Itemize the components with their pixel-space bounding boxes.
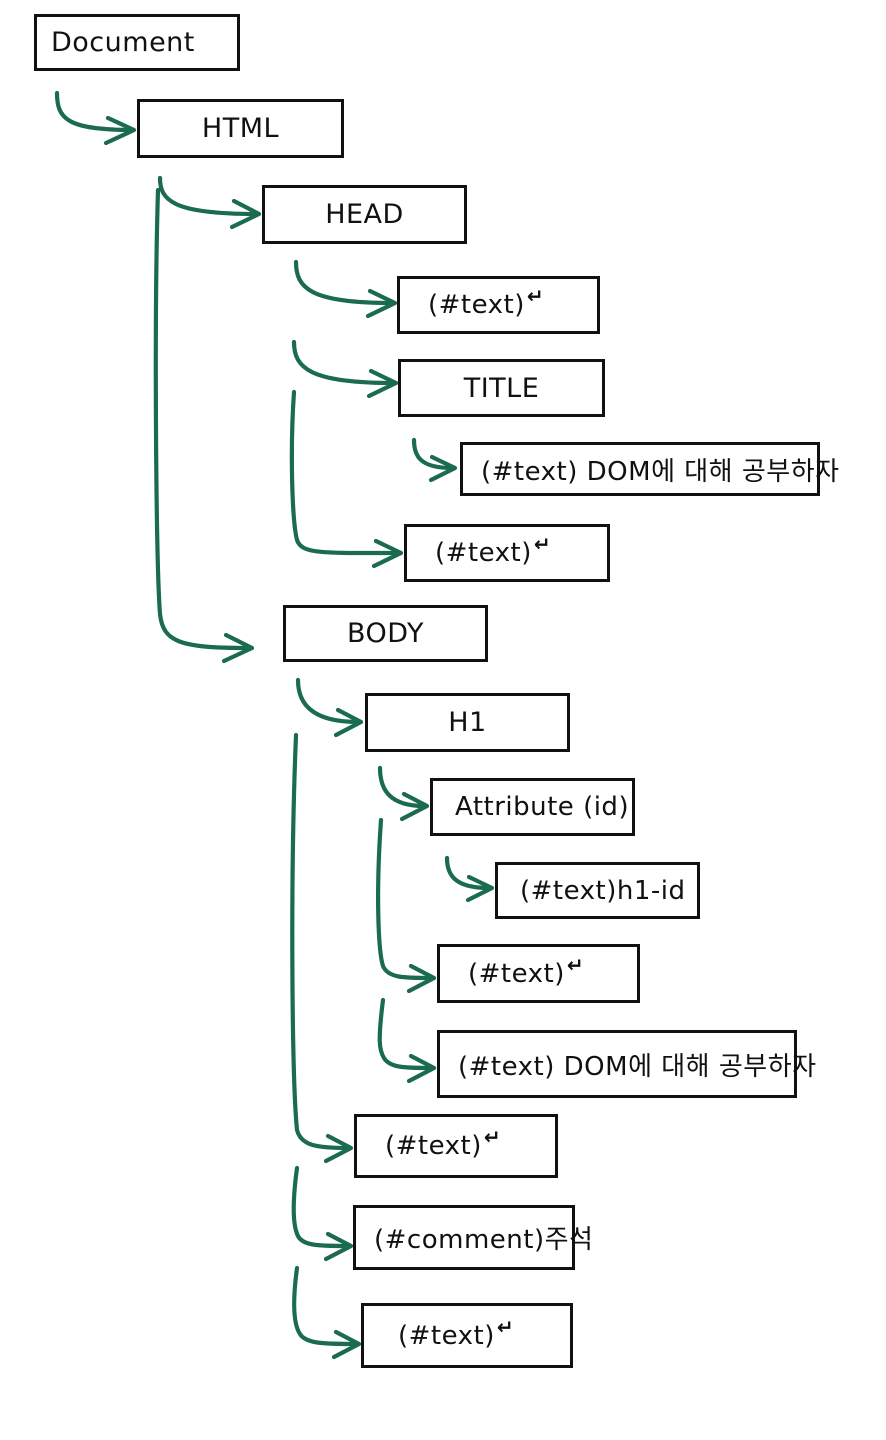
node-h1-text-1-label: (#text)↵: [468, 952, 585, 989]
edge-html-to-body: [153, 187, 255, 664]
edge-body-to-body-text-2: [292, 1265, 362, 1360]
node-head[interactable]: HEAD: [262, 185, 467, 244]
edge-html-to-head: [157, 175, 262, 230]
node-head-text-1-label: (#text)↵: [428, 284, 545, 320]
edge-head-to-title: [291, 339, 399, 399]
node-attribute-text[interactable]: (#text)h1-id: [495, 862, 700, 919]
node-h1-text-1[interactable]: (#text)↵: [437, 944, 640, 1003]
node-attribute-id[interactable]: Attribute (id): [430, 778, 635, 836]
node-attribute-id-label: Attribute (id): [455, 792, 630, 822]
node-title-text-label: (#text) DOM에 대해 공부하자: [481, 456, 840, 487]
node-body-text-2-label: (#text)↵: [398, 1314, 515, 1351]
node-head-text-2-label: (#text)↵: [435, 532, 552, 568]
node-title-text[interactable]: (#text) DOM에 대해 공부하자: [460, 442, 840, 496]
node-document[interactable]: Document: [34, 14, 240, 71]
node-body-text-2[interactable]: (#text)↵: [361, 1303, 573, 1368]
node-html-label: HTML: [201, 113, 280, 144]
node-body-label: BODY: [346, 618, 425, 649]
enter-icon: ↵: [483, 1125, 502, 1150]
edge-body-to-h1: [295, 677, 364, 738]
edge-head-to-head-text-1: [293, 259, 398, 319]
node-h1[interactable]: H1: [365, 693, 570, 752]
edge-h1-to-attribute: [377, 765, 430, 822]
enter-icon: ↵: [526, 284, 545, 309]
node-h1-label: H1: [448, 707, 487, 738]
node-h1-text-2-label: (#text) DOM에 대해 공부하자: [458, 1051, 817, 1082]
node-body-text-1-label: (#text)↵: [385, 1125, 502, 1161]
edge-document-to-html: [54, 90, 137, 146]
enter-icon: ↵: [566, 952, 585, 977]
node-head-text-2[interactable]: (#text)↵: [404, 524, 610, 582]
node-title[interactable]: TITLE: [398, 359, 605, 417]
node-body-text-1[interactable]: (#text)↵: [354, 1114, 558, 1178]
node-h1-text-2[interactable]: (#text) DOM에 대해 공부하자: [437, 1030, 817, 1098]
node-body-comment-label: (#comment)주석: [374, 1225, 594, 1255]
edge-h1-to-h1-text-1: [376, 817, 437, 994]
node-document-label: Document: [51, 27, 195, 58]
edge-head-to-head-text-2: [289, 389, 404, 569]
node-attribute-text-label: (#text)h1-id: [520, 875, 686, 906]
node-body[interactable]: BODY: [283, 605, 488, 662]
node-head-text-1[interactable]: (#text)↵: [397, 276, 600, 334]
node-body-comment[interactable]: (#comment)주석: [353, 1205, 594, 1270]
enter-icon: ↵: [496, 1314, 515, 1339]
node-head-label: HEAD: [325, 199, 404, 230]
edge-body-to-body-comment: [291, 1165, 354, 1262]
edge-attribute-to-attribute-text: [444, 855, 495, 903]
node-title-label: TITLE: [463, 372, 540, 404]
edge-body-to-body-text-1: [290, 732, 354, 1164]
enter-icon: ↵: [533, 532, 552, 557]
node-html[interactable]: HTML: [137, 99, 344, 158]
edge-title-to-title-text: [411, 437, 458, 483]
edge-h1-to-h1-text-2: [377, 997, 437, 1084]
